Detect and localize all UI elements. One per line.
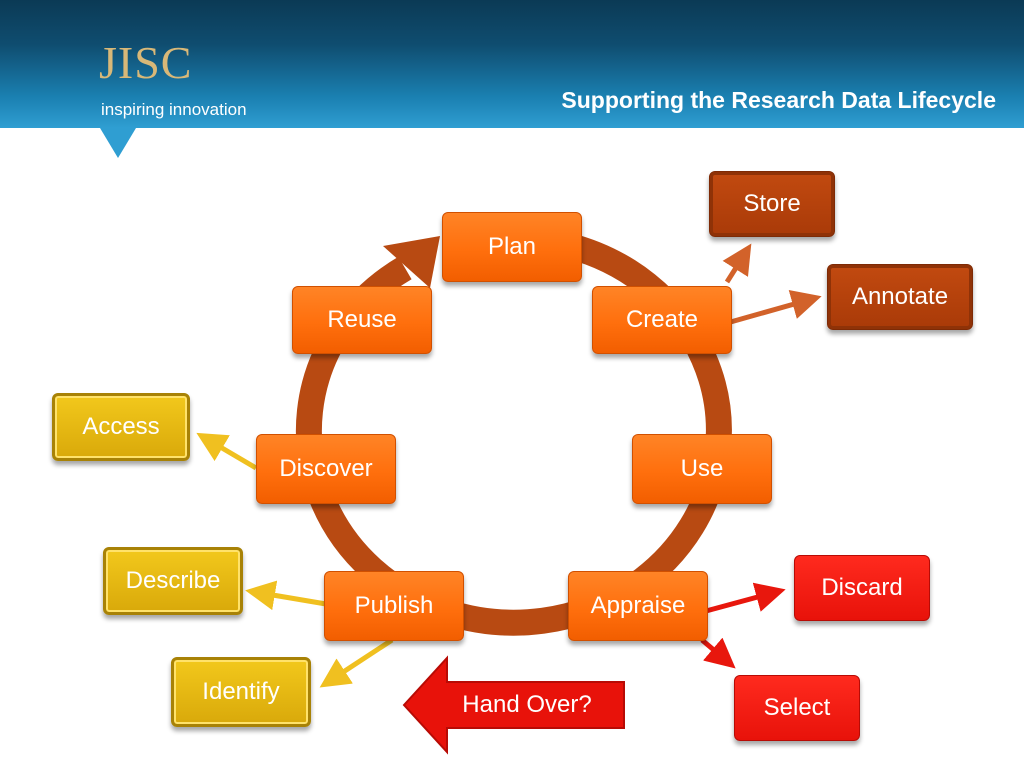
header-pointer [100, 128, 136, 158]
hand-over-arrow [402, 655, 625, 755]
hand-over-label: Hand Over? [462, 691, 592, 718]
node-discard: Discard [794, 555, 930, 621]
jisc-logo: JISC [99, 37, 193, 88]
header-band [0, 0, 1024, 128]
logo-tagline: inspiring innovation [101, 100, 247, 119]
arrow-discover-access [196, 432, 258, 471]
node-reuse: Reuse [292, 286, 432, 354]
cycle-arrowhead [383, 236, 440, 288]
node-describe: Describe [103, 547, 243, 615]
node-store: Store [709, 171, 835, 237]
node-appraise: Appraise [568, 571, 708, 641]
node-select: Select [734, 675, 860, 741]
node-publish: Publish [324, 571, 464, 641]
arrow-create-store [722, 243, 752, 284]
node-discover: Discover [256, 434, 396, 504]
node-access: Access [52, 393, 190, 461]
arrow-appraise-select [700, 637, 736, 669]
node-annotate: Annotate [827, 264, 973, 330]
node-identify: Identify [171, 657, 311, 727]
header-pointer-triangle [100, 128, 136, 158]
arrow-publish-describe [245, 580, 327, 611]
node-plan: Plan [442, 212, 582, 282]
arrow-publish-identify [319, 637, 394, 688]
arrow-create-annotate [726, 289, 822, 326]
node-create: Create [592, 286, 732, 354]
arrow-appraise-discard [705, 582, 786, 614]
node-use: Use [632, 434, 772, 504]
slide-title: Supporting the Research Data Lifecycle [561, 87, 996, 113]
